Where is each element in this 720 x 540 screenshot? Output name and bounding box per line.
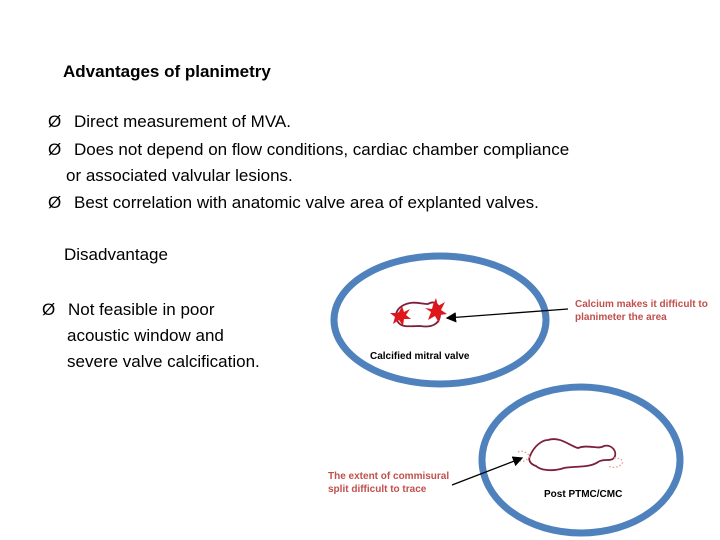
advantage-text: Direct measurement of MVA. bbox=[74, 112, 291, 131]
bottom-callout-arrow bbox=[451, 456, 524, 486]
advantage-text: or associated valvular lesions. bbox=[66, 166, 293, 185]
top-callout-text: Calcium makes it difficult to planimeter… bbox=[575, 299, 708, 323]
disadvantage-text: severe valve calcification. bbox=[67, 352, 260, 371]
commissure-dots-right bbox=[607, 457, 624, 469]
disadvantage-text: acoustic window and bbox=[67, 326, 224, 345]
calcium-spot-icon bbox=[425, 298, 447, 323]
calcium-spot-icon bbox=[390, 306, 411, 326]
commissure-dots-left bbox=[517, 450, 531, 462]
top-callout-arrow bbox=[445, 308, 569, 323]
arrow-bullet-icon: Ø bbox=[48, 140, 62, 159]
arrow-bullet-icon: Ø bbox=[48, 193, 62, 212]
disadvantage-text: Not feasible in poor bbox=[68, 300, 215, 319]
disadvantage-continuation: severe valve calcification. bbox=[67, 350, 260, 374]
bottom-callout-text: The extent of commisural split difficult… bbox=[328, 471, 450, 495]
disadvantage-heading: Disadvantage bbox=[64, 245, 168, 264]
advantages-heading: Advantages of planimetry bbox=[63, 62, 271, 81]
advantage-continuation: or associated valvular lesions. bbox=[66, 164, 293, 188]
bottom-diagram-label: Post PTMC/CMC bbox=[544, 489, 623, 500]
bottom-annulus-ring bbox=[478, 383, 684, 537]
advantage-item: Ø Best correlation with anatomic valve a… bbox=[48, 191, 539, 215]
split-valve-outline bbox=[528, 438, 617, 472]
advantage-text: Does not depend on flow conditions, card… bbox=[74, 140, 570, 159]
top-annulus-ring bbox=[330, 252, 550, 388]
advantage-item: Ø Does not depend on flow conditions, ca… bbox=[48, 138, 569, 162]
advantage-item: Ø Direct measurement of MVA. bbox=[48, 110, 291, 134]
arrow-bullet-icon: Ø bbox=[48, 112, 62, 131]
disadvantage-continuation: acoustic window and bbox=[67, 324, 224, 348]
advantage-text: Best correlation with anatomic valve are… bbox=[74, 193, 539, 212]
disadvantage-item: Ø Not feasible in poor bbox=[42, 298, 214, 322]
top-diagram-label: Calcified mitral valve bbox=[370, 351, 470, 362]
arrow-bullet-icon: Ø bbox=[42, 300, 56, 319]
